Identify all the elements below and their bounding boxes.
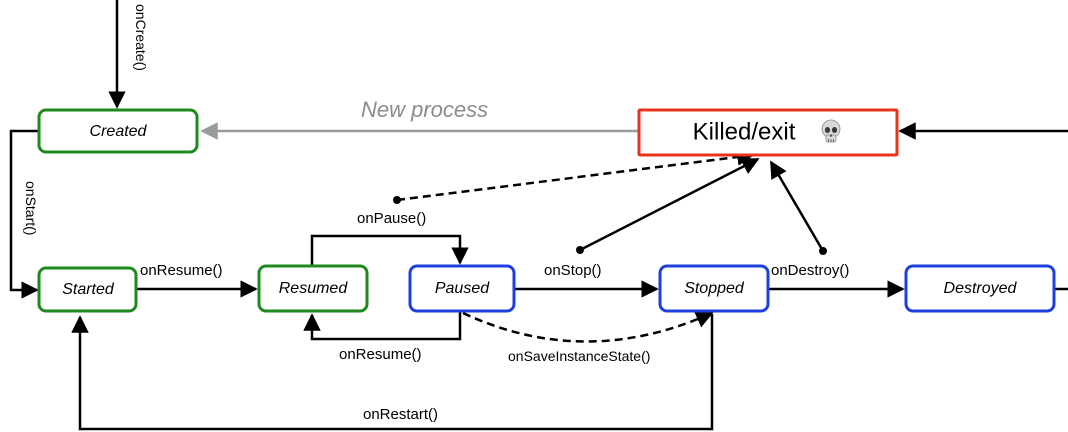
state-destroyed-label: Destroyed [944, 280, 1018, 297]
edge-on-destroy: onDestroy() [768, 262, 905, 298]
state-killed: Killed/exit [637, 108, 899, 157]
edge-on-stop: onStop() [514, 262, 659, 298]
edge-kill-from-paused [393, 148, 755, 204]
state-created-label: Created [90, 123, 148, 140]
state-created: Created [37, 108, 199, 154]
edge-on-pause: onPause() [310, 210, 469, 265]
edge-label-new-process: New process [361, 97, 488, 122]
state-started-label: Started [62, 281, 115, 298]
edge-label-on-stop: onStop() [544, 262, 602, 279]
edge-on-resume-back: onResume() [303, 312, 462, 363]
state-paused-label: Paused [435, 280, 490, 297]
edge-label-on-pause: onPause() [357, 210, 426, 227]
edge-on-restart: onRestart() [71, 314, 714, 431]
edge-label-on-create: onCreate() [133, 4, 149, 71]
edge-label-on-resume: onResume() [140, 262, 223, 279]
state-stopped-label: Stopped [684, 280, 745, 297]
edge-kill-from-stopped [576, 157, 760, 254]
edge-on-save-instance-state: onSaveInstanceState() [462, 311, 714, 364]
edge-kill-from-destroyed [769, 160, 827, 255]
state-stopped: Stopped [658, 264, 770, 313]
edge-on-create: onCreate() [108, 0, 149, 109]
edge-label-on-restart: onRestart() [363, 406, 438, 423]
skull-icon [821, 119, 841, 143]
edge-label-on-destroy: onDestroy() [771, 262, 849, 279]
state-resumed-label: Resumed [279, 280, 349, 297]
edge-on-resume: onResume() [136, 262, 258, 298]
state-killed-label: Killed/exit [693, 118, 796, 145]
state-started: Started [37, 266, 138, 313]
edge-new-process: New process [200, 97, 638, 140]
edge-label-on-start: onStart() [23, 181, 39, 235]
state-destroyed: Destroyed [904, 264, 1056, 313]
edge-label-on-save-instance-state: onSaveInstanceState() [508, 348, 650, 364]
edge-on-start: onStart() [9, 129, 39, 299]
state-resumed: Resumed [257, 264, 369, 313]
edge-label-on-resume-back: onResume() [339, 346, 422, 363]
state-paused: Paused [408, 264, 516, 313]
